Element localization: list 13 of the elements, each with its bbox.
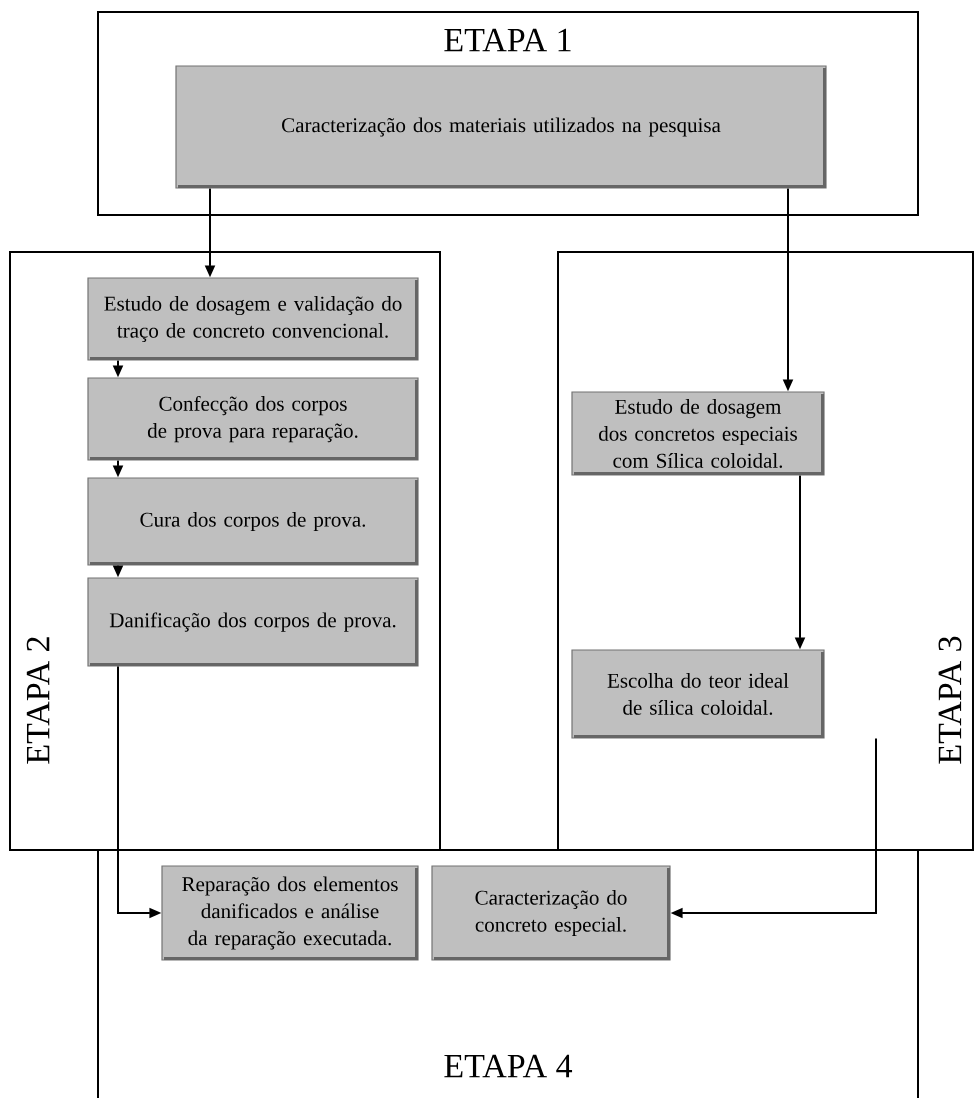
stage-heading: ETAPA 3 (938, 636, 962, 764)
process-box: Danificação dos corpos de prova. (87, 577, 419, 667)
process-box: Confecção dos corpos de prova para reparação. (87, 377, 419, 461)
process-box: Caracterização dos materiais utilizados na pesquisa (175, 65, 827, 189)
process-box: Escolha do teor ideal de sílica coloidal. (571, 649, 825, 739)
stage-heading: ETAPA 4 (444, 1054, 573, 1078)
process-box: Cura dos corpos de prova. (87, 477, 419, 566)
process-box: Caracterização do concreto especial. (431, 865, 671, 961)
process-box: Reparação dos elementos danificados e análise da reparação executada. (161, 865, 419, 961)
stage-heading: ETAPA 1 (444, 28, 571, 52)
process-box: Estudo de dosagem dos concretos especiais com Sílica coloidal. (571, 391, 825, 476)
stage-heading: ETAPA 2 (26, 637, 50, 764)
process-box: Estudo de dosagem e validação do traço de concreto convencional. (87, 277, 419, 361)
